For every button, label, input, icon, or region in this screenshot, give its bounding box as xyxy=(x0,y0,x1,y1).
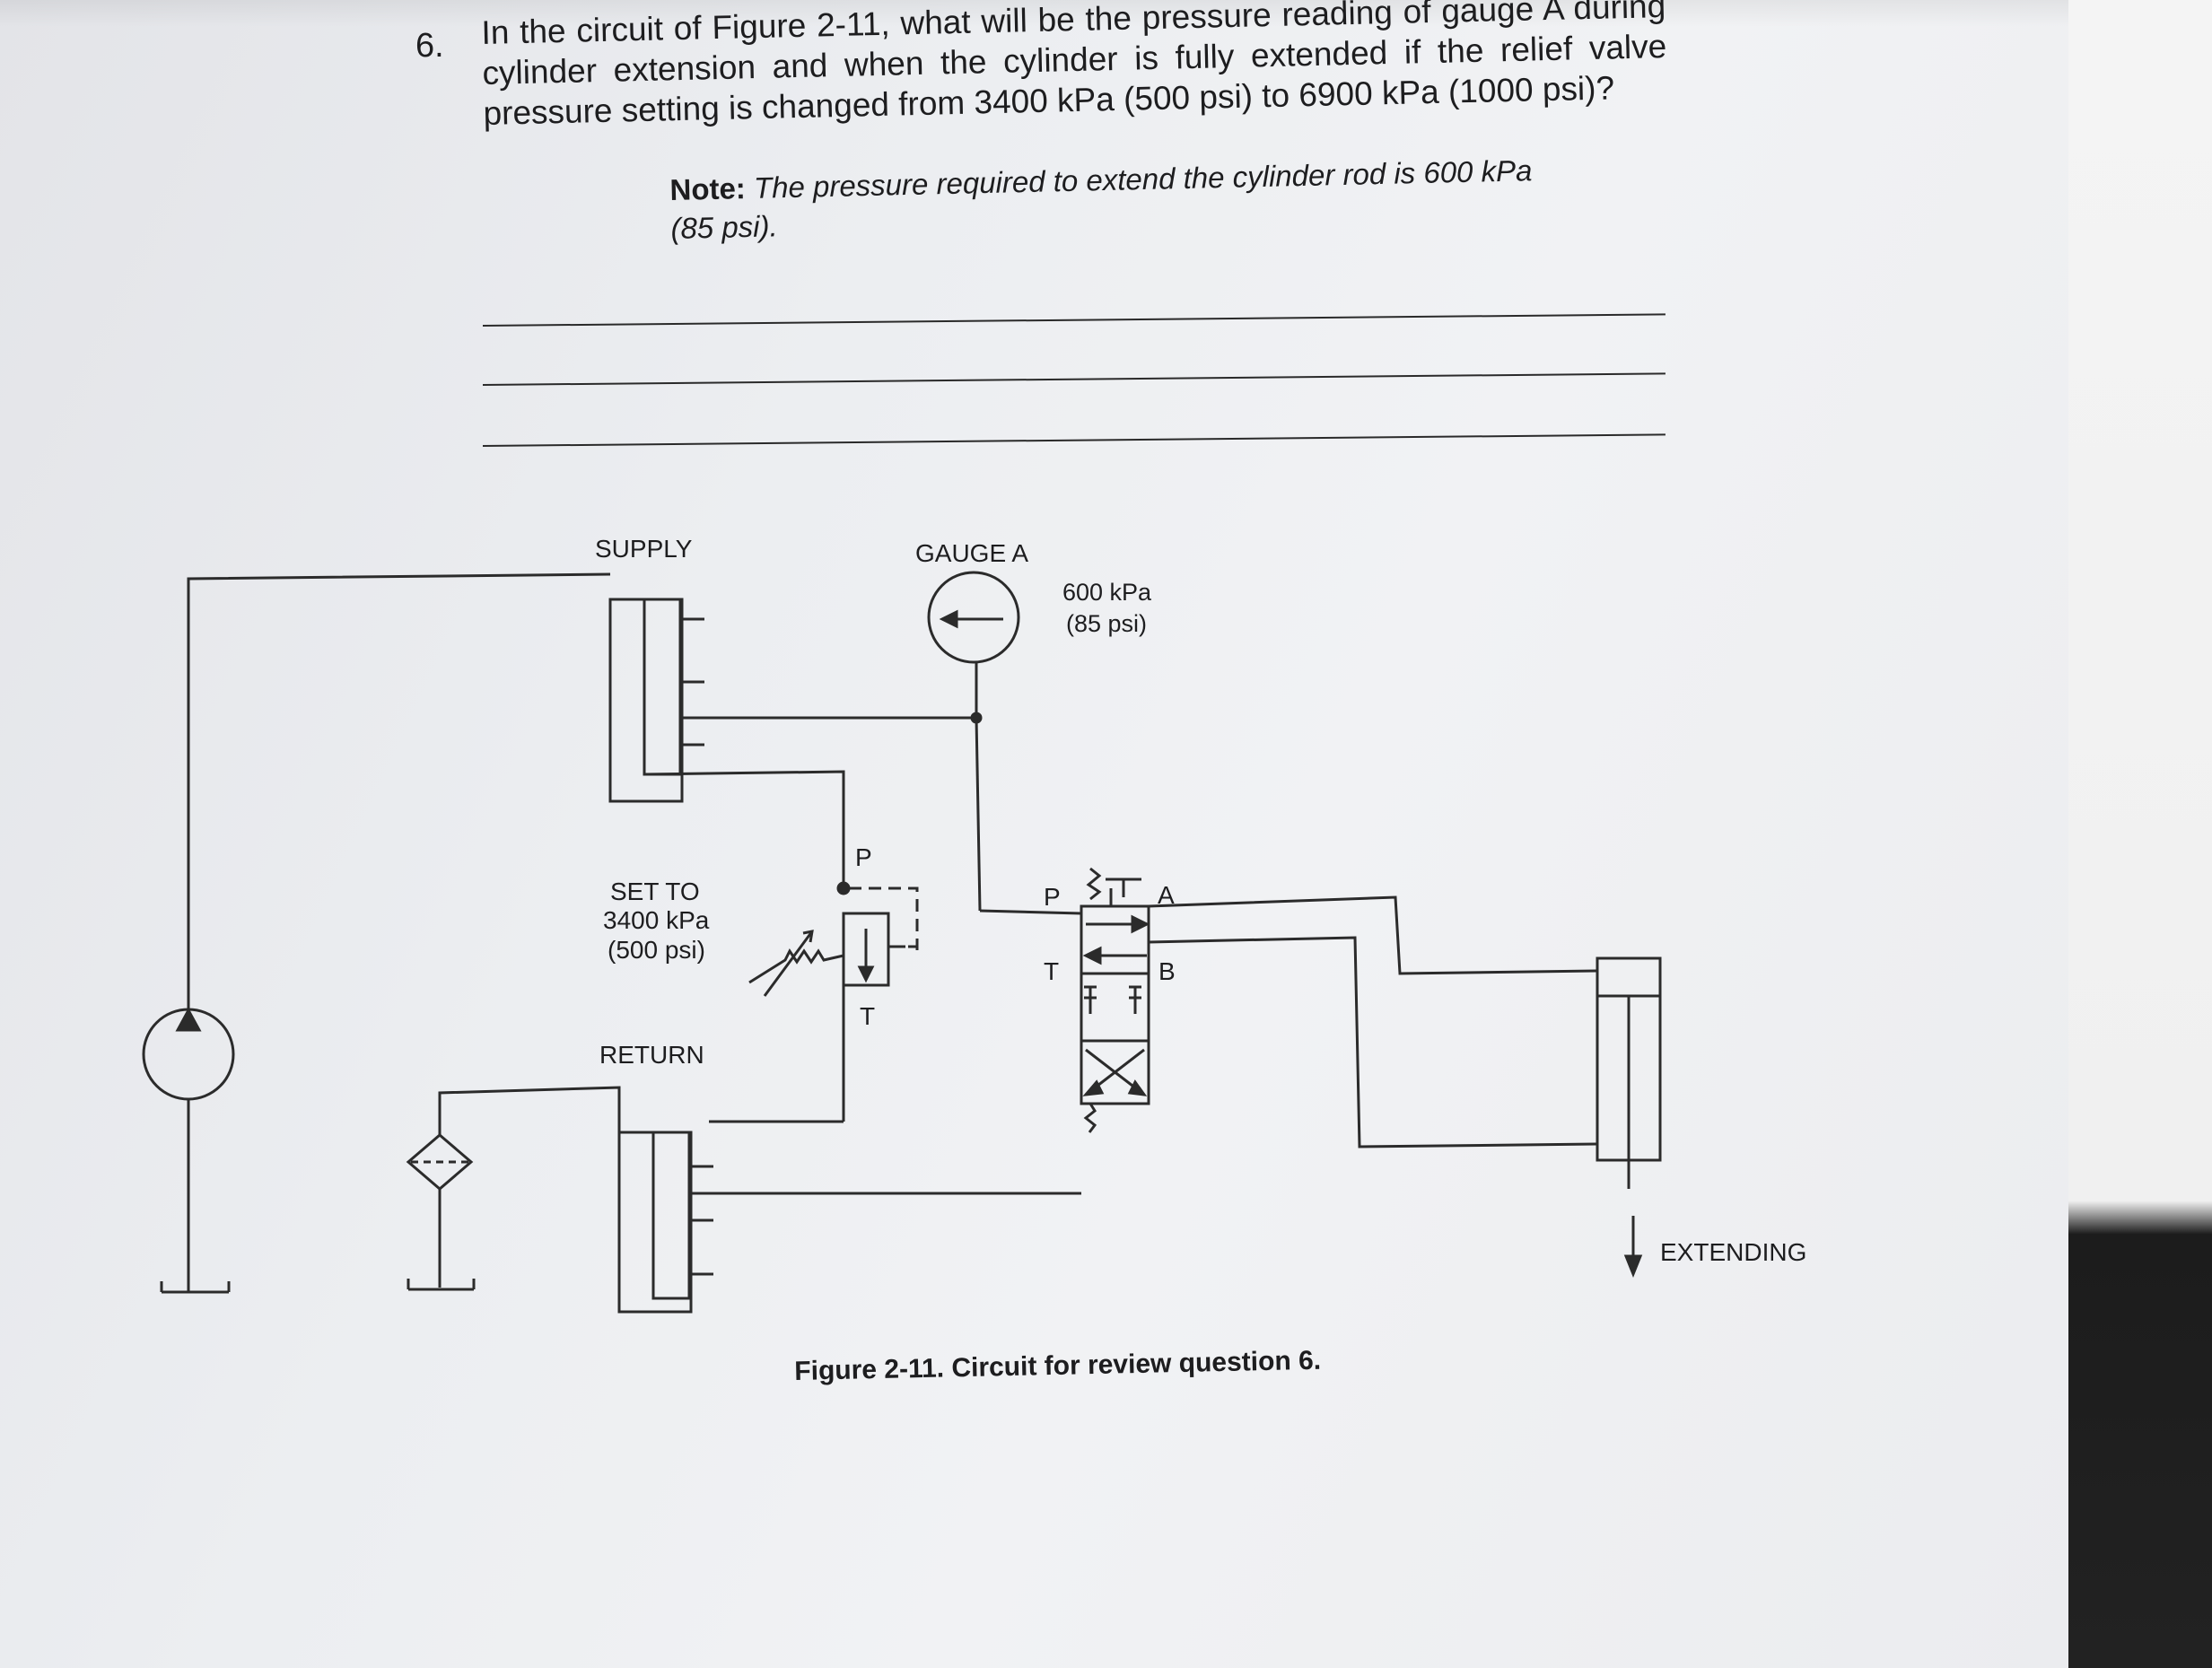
supply-label: SUPPLY xyxy=(595,535,693,563)
valve-port-p: P xyxy=(1044,883,1061,911)
supply-line xyxy=(187,572,611,1009)
filter-symbol xyxy=(406,1133,476,1291)
relief-port-t: T xyxy=(860,1002,876,1030)
question-number: 6. xyxy=(415,27,444,65)
hydraulic-cylinder-symbol xyxy=(1148,895,1662,1279)
valve-port-b: B xyxy=(1158,957,1176,985)
pressure-line xyxy=(975,717,982,912)
valve-supply-line xyxy=(979,909,1082,915)
relief-port-p: P xyxy=(855,843,872,871)
gauge-value-kpa: 600 kPa xyxy=(1062,579,1152,606)
valve-port-a: A xyxy=(1158,881,1175,909)
page-shadow xyxy=(0,0,2068,27)
supply-manifold xyxy=(608,598,978,884)
hydraulic-circuit-diagram xyxy=(0,0,2068,1668)
pump-symbol xyxy=(142,1007,235,1294)
return-label: RETURN xyxy=(599,1041,704,1069)
relief-setting-line-3: (500 psi) xyxy=(608,936,705,964)
relief-valve-symbol xyxy=(748,881,919,1122)
worksheet-page xyxy=(0,0,2068,1668)
return-manifold xyxy=(438,1086,1081,1314)
gauge-a-label: GAUGE A xyxy=(915,539,1029,567)
directional-valve-symbol xyxy=(1080,867,1150,1133)
gauge-a-symbol xyxy=(927,571,1020,718)
relief-setting-line-2: 3400 kPa xyxy=(603,906,710,934)
valve-port-t: T xyxy=(1044,957,1060,985)
gauge-value-psi: (85 psi) xyxy=(1066,610,1148,637)
relief-setting-line-1: SET TO xyxy=(610,878,700,905)
background-edge xyxy=(2068,0,2212,1668)
extending-label: EXTENDING xyxy=(1660,1238,1807,1266)
